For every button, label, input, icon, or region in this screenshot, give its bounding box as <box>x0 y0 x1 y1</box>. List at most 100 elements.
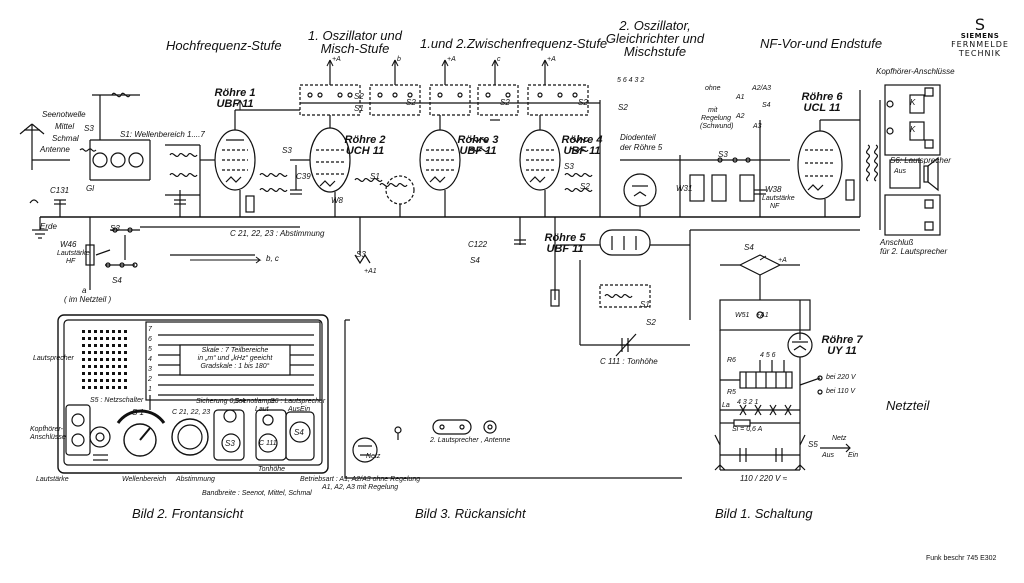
label-antenne: Antenne <box>40 145 70 154</box>
tube-5-block <box>514 217 691 357</box>
label-s2-c: S2 <box>500 98 510 107</box>
grille-dot <box>106 358 109 361</box>
grille-dot <box>124 379 127 382</box>
label-kopfhoerer-anschluesse: Kopfhörer-Anschlüsse <box>876 67 955 76</box>
osc1-switch-bank <box>299 60 589 116</box>
label-bei-110v: bei 110 V <box>826 388 856 395</box>
grille-dot <box>124 337 127 340</box>
tube-4-label: Röhre 4 UBF 11 <box>552 135 612 157</box>
grille-dot <box>94 386 97 389</box>
tube-2-name: Röhre 2 <box>344 134 386 146</box>
tube-7-name: Röhre 7 <box>821 334 863 346</box>
grille-dot <box>118 365 121 368</box>
output-stage <box>866 84 941 236</box>
label-ohne: ohne <box>705 85 721 92</box>
footer-reference: Funk beschr 745 E302 <box>926 555 997 562</box>
grille-dot <box>106 351 109 354</box>
power-supply <box>714 332 851 471</box>
grille-dot <box>88 358 91 361</box>
supply-arrows <box>190 59 767 264</box>
scale-num-7: 7 <box>148 326 152 333</box>
grille-dot <box>124 386 127 389</box>
front-label-s4: S4 <box>294 428 304 437</box>
label-bc: b, c <box>266 254 279 263</box>
tube-3-symbol <box>419 115 461 217</box>
grille-dot <box>82 351 85 354</box>
grille-dot <box>124 372 127 375</box>
label-a2: A2 <box>736 113 745 120</box>
tube-2-type: UCH 11 <box>345 145 385 157</box>
label-c: c <box>497 56 501 63</box>
scale-num-2: 2 <box>148 376 152 383</box>
front-label-s1: S 1 <box>132 408 145 417</box>
grille-dot <box>94 337 97 340</box>
heading-netz: Netzteil <box>886 398 930 413</box>
grille-dot <box>106 330 109 333</box>
label-lautstaerke-nf: Lautstärke <box>762 195 795 202</box>
front-label-bandbreite: Bandbreite : Seenot, Mittel, Schmal <box>202 490 312 497</box>
label-nf: NF <box>770 203 780 210</box>
main-rails <box>40 90 861 256</box>
label-s2-d: S2 <box>578 98 588 107</box>
grille-dot <box>82 358 85 361</box>
tube-1-name: Röhre 1 <box>214 87 256 99</box>
label-k-1: K <box>910 98 916 107</box>
grille-dot <box>82 330 85 333</box>
label-mittel: Mittel <box>55 122 75 131</box>
label-aus: Aus <box>894 168 907 175</box>
label-s3-nf: S3 <box>718 150 728 159</box>
grille-dot <box>82 337 85 340</box>
label-erde: Erde <box>40 222 57 231</box>
tube-4-symbol <box>519 115 561 217</box>
tube-7-label: Röhre 7 UY 11 <box>812 335 872 357</box>
label-s1-wellenbereich: S1: Wellenbereich 1....7 <box>120 130 205 139</box>
label-s3-hf: S3 <box>84 124 94 133</box>
tube-1-type: UBF 11 <box>216 98 254 110</box>
tube-1-symbol <box>200 109 300 217</box>
label-s6-lautsprecher: S6: Lautsprecher <box>890 156 951 165</box>
front-label-sicherung: Sicherung 0,6 A <box>196 398 246 405</box>
label-sicherung-si: Si = 0,6 A <box>732 426 763 433</box>
label-switch-numbers: 5 6 4 3 2 <box>617 77 645 84</box>
heading-osc1-line2: Misch-Stufe <box>320 41 390 56</box>
tube-1-label: Röhre 1 UBF 11 <box>205 88 265 110</box>
label-plus-a-1: +A <box>332 56 341 63</box>
label-s3-mid: S3 <box>282 146 292 155</box>
label-plus-a-3: +A <box>547 56 556 63</box>
tube-6-label: Röhre 6 UCL 11 <box>792 92 852 114</box>
grille-dot <box>124 330 127 333</box>
label-s3-osc: S3 <box>356 250 366 259</box>
label-a2a3: A2/A3 <box>752 85 772 92</box>
front-label-ein: Ein <box>300 406 311 413</box>
osc1-coil <box>354 175 415 265</box>
label-schmal: Schmal <box>52 134 79 143</box>
tube-2-symbol <box>309 115 351 217</box>
front-label-abstimmung: Abstimmung <box>176 476 215 483</box>
label-s1-tube5: S1 <box>640 300 650 309</box>
grille-dot <box>94 330 97 333</box>
scale-line-3: Gradskale : 1 bis 180° <box>200 363 270 370</box>
front-label-aus: Aus <box>288 406 301 413</box>
front-panel-drawing <box>57 314 329 474</box>
label-a1: A1 <box>736 94 745 101</box>
caption-bild3: Bild 3. Rückansicht <box>415 506 526 521</box>
tube-6-symbol <box>797 119 860 217</box>
label-plus-a-right: +A <box>778 257 787 264</box>
label-im-netzteil: ( im Netzteil ) <box>64 295 112 304</box>
tube-7-type: UY 11 <box>827 345 857 357</box>
tube-3-label: Röhre 3 UBF 11 <box>448 135 508 157</box>
grille-dot <box>112 386 115 389</box>
label-s1-top: S1 <box>354 104 364 113</box>
diode-tube <box>620 155 681 217</box>
heading-nf: NF-Vor-und Endstufe <box>760 36 883 51</box>
front-scale-text: Skale : 7 Teilbereiche in „m“ und „kHz“ … <box>180 347 290 371</box>
label-fuer-2-lautsprecher: für 2. Lautsprecher <box>880 247 948 256</box>
nf-network <box>680 120 790 217</box>
label-voltage: 110 / 220 V ≈ <box>740 474 787 483</box>
label-mit: mit <box>708 107 718 114</box>
label-w46: W46 <box>60 240 77 249</box>
scale-num-4: 4 <box>148 356 152 363</box>
grille-dot <box>106 344 109 347</box>
front-label-s5-netzschalter: S5 : Netzschalter <box>90 397 144 404</box>
